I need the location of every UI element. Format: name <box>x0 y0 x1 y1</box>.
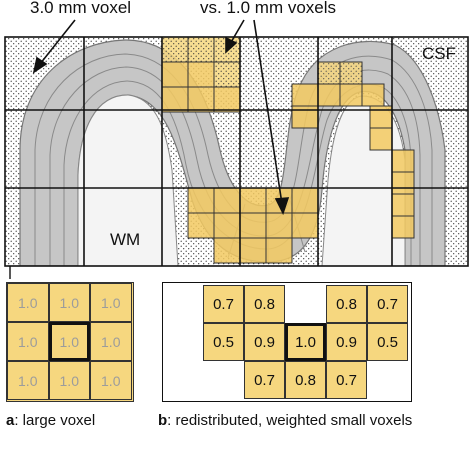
label-wm: WM <box>110 230 141 250</box>
arrow-small-voxel-2 <box>253 19 283 205</box>
small-voxel-cell: 0.7 <box>244 361 285 399</box>
caption-b-letter: b <box>158 412 168 429</box>
large-voxel-cell: 1.0 <box>90 361 132 400</box>
small-voxel-cell: 0.7 <box>367 285 408 323</box>
caption-b: b: redistributed, weighted small voxels <box>158 412 412 429</box>
large-voxel-cell: 1.0 <box>7 322 49 361</box>
label-large-voxel: 3.0 mm voxel <box>30 0 132 17</box>
white-matter-left <box>77 94 179 266</box>
label-csf: CSF <box>422 44 456 63</box>
small-voxel-cell: 1.0 <box>285 323 326 361</box>
large-voxel-cell: 1.0 <box>90 283 132 322</box>
small-voxel-cell: 0.8 <box>326 285 367 323</box>
large-voxel-cell: 1.0 <box>48 283 90 322</box>
arrow-large-voxel <box>39 19 76 65</box>
small-voxel-cell: 0.9 <box>326 323 367 361</box>
small-voxel-cell: 0.9 <box>244 323 285 361</box>
arrow-small-voxel-1 <box>229 19 245 45</box>
caption-b-text: : redistributed, weighted small voxels <box>167 412 413 429</box>
caption-a: a: large voxel <box>6 412 95 429</box>
small-voxel-cell: 0.5 <box>367 323 408 361</box>
caption-a-letter: a <box>6 412 15 429</box>
small-voxel-cell: 0.8 <box>285 361 326 399</box>
small-voxel-cell: 0.7 <box>203 285 244 323</box>
small-voxel-cell: 0.5 <box>203 323 244 361</box>
large-voxel-cell: 1.0 <box>90 322 132 361</box>
small-voxel-cell: 0.7 <box>326 361 367 399</box>
large-voxel-grid <box>4 36 469 267</box>
large-voxel-cell: 1.0 <box>48 361 90 400</box>
label-versus: vs. 1.0 mm voxels <box>200 0 337 17</box>
large-voxel-cell: 1.0 <box>7 283 49 322</box>
caption-a-text: : large voxel <box>14 412 96 429</box>
large-voxel-cell: 1.0 <box>48 322 90 361</box>
large-voxel-cell: 1.0 <box>7 361 49 400</box>
small-voxel-cell: 0.8 <box>244 285 285 323</box>
